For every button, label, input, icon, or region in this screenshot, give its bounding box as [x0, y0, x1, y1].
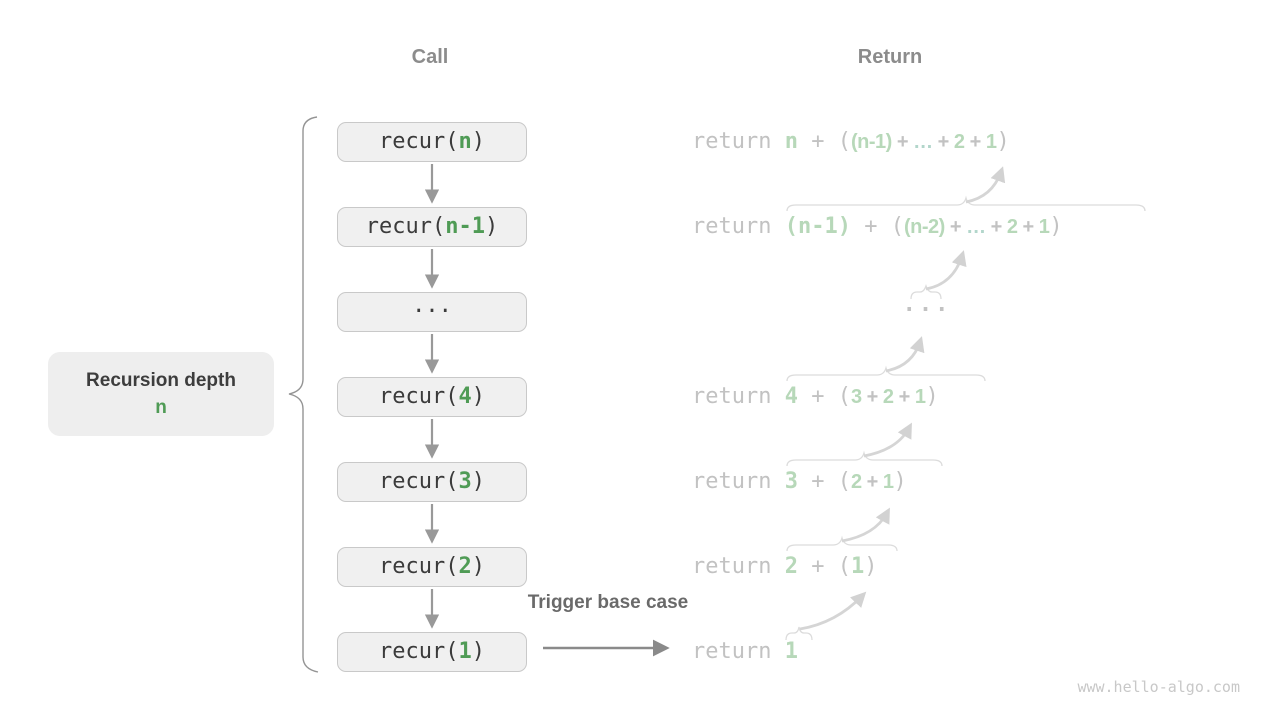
text-segment: )	[893, 469, 907, 494]
text-segment: 1	[985, 131, 997, 153]
text-segment: )	[864, 554, 878, 579]
call-box-recur-n: recur(n)	[337, 122, 527, 162]
text-segment: ···	[412, 299, 452, 324]
text-segment: (	[837, 384, 851, 409]
call-box-recur-4: recur(4)	[337, 377, 527, 417]
text-segment: 4	[458, 384, 472, 409]
text-segment: +	[797, 129, 838, 154]
call-box-recur-3: recur(3)	[337, 462, 527, 502]
text-segment: recur(	[379, 639, 459, 664]
text-segment: 3	[784, 469, 798, 494]
text-segment: (	[837, 554, 851, 579]
return-line: return n + ((n-1) + … + 2 + 1)	[692, 124, 1010, 160]
trigger-base-case-label: Trigger base case	[527, 592, 689, 613]
text-segment: )	[484, 214, 499, 239]
text-segment: (	[890, 214, 904, 239]
return-line: return 4 + (3 + 2 + 1)	[692, 379, 939, 415]
text-segment: +	[985, 216, 1007, 238]
text-segment: n-1	[445, 214, 485, 239]
text-segment: +	[850, 214, 891, 239]
recursion-depth-label: Recursion depth n	[48, 352, 274, 436]
text-segment: return	[692, 639, 785, 664]
text-segment: (	[837, 129, 851, 154]
text-segment: +	[1017, 216, 1039, 238]
return-line-ellipsis: ···	[897, 293, 957, 329]
text-segment: +	[797, 554, 838, 579]
text-segment: )	[1049, 214, 1063, 239]
text-segment: (n-1)	[784, 214, 851, 239]
text-segment: return	[692, 384, 785, 409]
text-segment: +	[932, 131, 954, 153]
text-segment: )	[925, 384, 939, 409]
text-segment: n	[784, 129, 798, 154]
return-line: return 2 + (1)	[692, 549, 877, 585]
text-segment: (n-1)	[850, 131, 892, 153]
recursion-depth-value: n	[155, 396, 167, 418]
return-line: return (n-1) + ((n-2) + … + 2 + 1)	[692, 209, 1063, 245]
text-segment: 1	[850, 554, 865, 579]
text-segment: 2	[1006, 216, 1018, 238]
text-segment: +	[893, 386, 915, 408]
text-segment: +	[797, 384, 838, 409]
text-segment: recur(	[379, 469, 459, 494]
text-segment: n	[458, 129, 472, 154]
text-segment: +	[861, 386, 883, 408]
text-segment: return	[692, 554, 785, 579]
text-segment: recur(	[379, 129, 459, 154]
text-segment: return	[692, 129, 785, 154]
text-segment: 4	[784, 384, 798, 409]
text-segment: )	[471, 639, 485, 664]
call-box-recur-1: recur(1)	[337, 632, 527, 672]
return-flow-arrow	[885, 336, 925, 373]
call-box-recur-n-1: recur(n-1)	[337, 207, 527, 247]
text-segment: …	[966, 216, 986, 238]
text-segment: +	[891, 131, 914, 153]
text-segment: )	[471, 384, 485, 409]
return-line: return 3 + (2 + 1)	[692, 464, 907, 500]
watermark: www.hello-algo.com	[1077, 678, 1240, 696]
return-column-header: Return	[857, 46, 923, 68]
text-segment: 2	[458, 554, 472, 579]
text-segment: 3	[458, 469, 472, 494]
text-segment: recur(	[379, 384, 459, 409]
text-segment: 2	[953, 131, 965, 153]
call-column-header: Call	[411, 46, 449, 68]
return-line: return 1	[692, 634, 798, 670]
text-segment: recur(	[365, 214, 446, 239]
text-segment: 1	[1038, 216, 1050, 238]
text-segment: recur(	[379, 554, 459, 579]
return-flow-arrow	[965, 166, 1006, 204]
return-flow-arrow	[799, 591, 867, 631]
text-segment: 1	[784, 639, 798, 664]
text-segment: ···	[902, 298, 952, 323]
text-segment: )	[996, 129, 1010, 154]
text-segment: 3	[850, 386, 862, 408]
text-segment: 2	[784, 554, 798, 579]
text-segment: +	[964, 131, 986, 153]
text-segment: 2	[882, 386, 894, 408]
text-segment: +	[944, 216, 967, 238]
text-segment: +	[797, 469, 838, 494]
call-box-recur-2: recur(2)	[337, 547, 527, 587]
text-segment: 1	[914, 386, 926, 408]
text-segment: (	[837, 469, 851, 494]
recursion-depth-title: Recursion depth	[86, 369, 236, 391]
text-segment: return	[692, 469, 785, 494]
return-flow-arrow	[841, 507, 890, 543]
return-flow-arrow	[925, 250, 967, 291]
return-flow-arrow	[863, 422, 912, 458]
text-segment: …	[913, 131, 933, 153]
text-segment: +	[861, 471, 883, 493]
text-segment: 1	[882, 471, 894, 493]
recursion-depth-brace	[288, 116, 319, 673]
text-segment: return	[692, 214, 785, 239]
text-segment: )	[471, 469, 485, 494]
text-segment: )	[471, 554, 485, 579]
text-segment: 2	[850, 471, 862, 493]
text-segment: 1	[458, 639, 472, 664]
text-segment: )	[471, 129, 485, 154]
text-segment: (n-2)	[903, 216, 945, 238]
call-box-ellipsis: ···	[337, 292, 527, 332]
